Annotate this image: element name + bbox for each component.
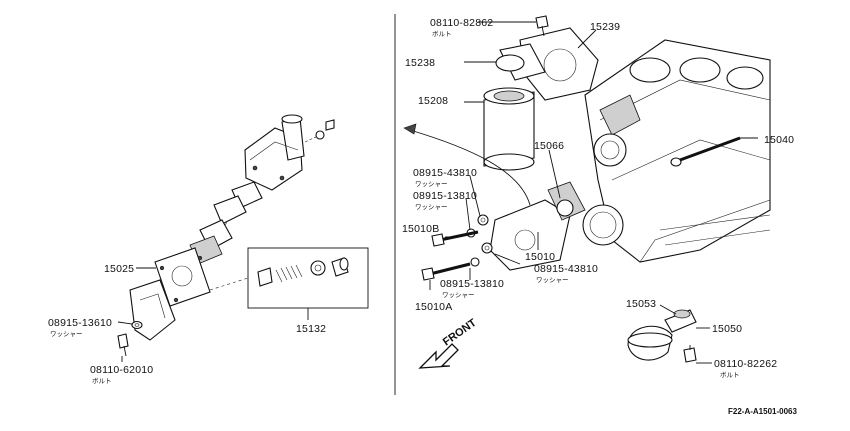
oil-strainer (627, 309, 697, 361)
label-08915-13810-lower: 08915-13810 (440, 278, 504, 290)
washer-upper (477, 214, 489, 226)
reference-code: F22-A-A1501-0063 (728, 407, 797, 416)
label-08110-82862-jp: ボルト (432, 30, 452, 38)
label-15010: 15010 (525, 251, 555, 263)
washer-lower-left (131, 320, 143, 330)
label-15040: 15040 (764, 134, 794, 146)
label-15010A: 15010A (415, 301, 452, 313)
label-15208: 15208 (418, 95, 448, 107)
pump-housing-upper (244, 114, 305, 191)
label-15025: 15025 (104, 263, 134, 275)
label-08110-82262-jp: ボルト (720, 371, 740, 379)
pump-cover-plate (154, 247, 211, 307)
label-08110-82862: 08110-82862 (430, 17, 493, 29)
label-08915-13810-lower-jp: ワッシャー (442, 291, 475, 299)
label-08110-62010-jp: ボルト (92, 377, 112, 385)
label-08110-62010: 08110-62010 (90, 364, 153, 376)
label-08915-13810-upper-jp: ワッシャー (415, 203, 448, 211)
bolt-15010A (421, 262, 471, 281)
right-leader-lines (429, 21, 712, 364)
bolt-top-right (535, 15, 549, 37)
label-08915-13610: 08915-13610 (48, 317, 112, 329)
oil-filter (483, 87, 535, 171)
label-15132: 15132 (296, 323, 326, 335)
flow-arrow (403, 123, 531, 206)
bolt-15010B (431, 230, 479, 247)
label-15010B: 15010B (402, 223, 439, 235)
label-15066: 15066 (534, 140, 564, 152)
bolt-lower-left (117, 333, 129, 357)
label-08915-43810-upper: 08915-43810 (413, 167, 477, 179)
oil-pump-body (489, 181, 586, 271)
pump-gears (189, 181, 263, 265)
label-08915-13610-jp: ワッシャー (50, 330, 83, 338)
left-exploded-assembly (117, 114, 369, 357)
engine-block (582, 39, 771, 263)
small-bolt-upper (304, 119, 335, 143)
label-08110-82262: 08110-82262 (714, 358, 777, 370)
label-08915-13810-upper: 08915-13810 (413, 190, 477, 202)
left-leader-lines (117, 267, 309, 362)
label-15050: 15050 (712, 323, 742, 335)
part-labels: 08110-82862 ボルト 15239 15238 15208 15040 … (48, 17, 794, 385)
label-08915-43810-upper-jp: ワッシャー (415, 180, 448, 188)
label-15238: 15238 (405, 57, 435, 69)
bolt-lower-right (683, 345, 697, 363)
washer-lower-2 (470, 257, 480, 267)
oil-filter-bracket (495, 27, 599, 101)
label-08915-43810-lower-jp: ワッシャー (536, 276, 569, 284)
front-direction-indicator: FRONT (418, 317, 479, 369)
label-08915-43810-lower: 08915-43810 (534, 263, 598, 275)
dipstick (670, 136, 758, 167)
washer-lower (481, 242, 493, 254)
label-15053: 15053 (626, 298, 656, 310)
label-15239: 15239 (590, 21, 620, 33)
relief-valve-kit-box (209, 247, 369, 309)
front-label: FRONT (441, 317, 479, 349)
